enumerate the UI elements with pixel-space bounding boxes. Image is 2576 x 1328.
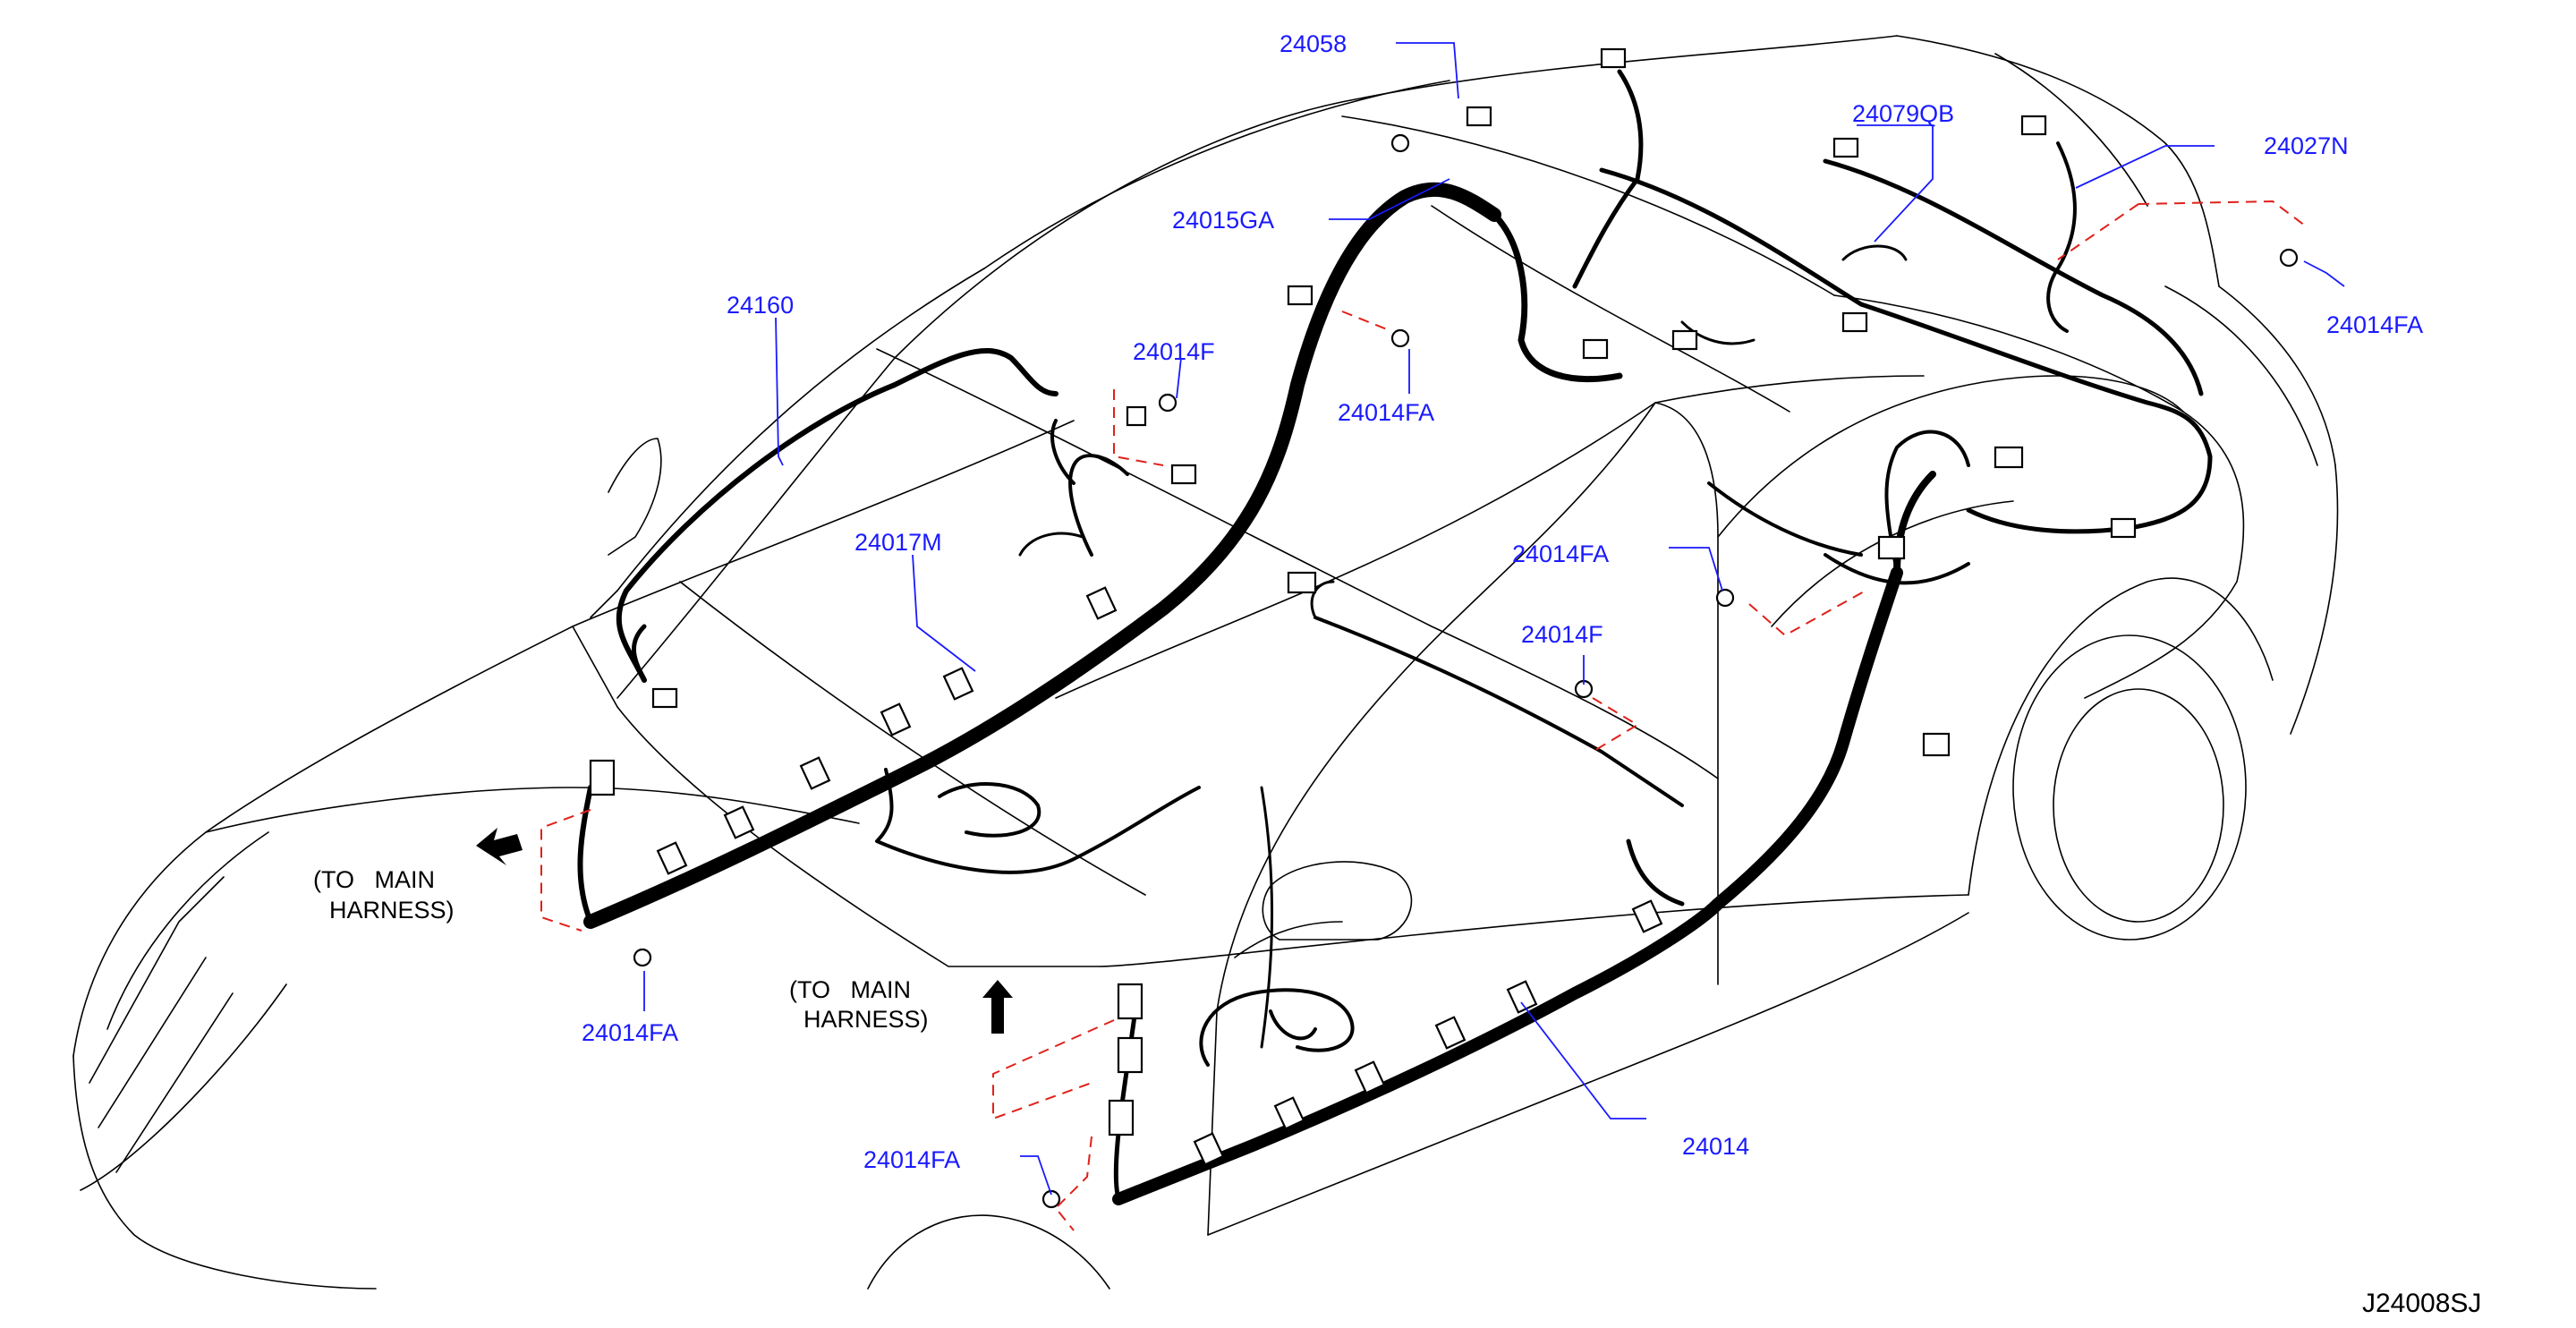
diagram-code: J24008SJ	[2362, 1289, 2481, 1318]
label-24014FA-rear: 24014FA	[2326, 311, 2423, 338]
label-24014: 24014	[1682, 1133, 1749, 1160]
clip-connectors	[589, 47, 2137, 1166]
label-24014F-top: 24014F	[1133, 338, 1215, 365]
harness-24027N-24079QB	[1572, 69, 2213, 585]
part-labels: 24058 24079QB 24027N 24015GA 24014FA 241…	[582, 30, 2423, 1173]
label-24027N: 24027N	[2264, 132, 2349, 159]
note-to-main-center-line1: (TO MAIN	[789, 976, 911, 1003]
label-24014FA-front: 24014FA	[582, 1019, 678, 1046]
label-24014F-mid: 24014F	[1521, 621, 1603, 648]
arrow-to-main-harness-left	[476, 828, 523, 865]
harness-body-cross	[1310, 580, 1684, 807]
note-to-main-left-line1: (TO MAIN	[313, 866, 435, 893]
harness-notes: (TO MAIN HARNESS) (TO MAIN HARNESS)	[313, 866, 929, 1033]
harness-24014	[1112, 471, 1936, 1205]
note-to-main-left-line2: HARNESS)	[329, 897, 455, 924]
label-24014FA-top: 24014FA	[1338, 399, 1434, 426]
label-24079QB: 24079QB	[1852, 100, 1954, 127]
harness-24017M	[577, 182, 1623, 929]
label-24058: 24058	[1279, 30, 1347, 57]
label-24017M: 24017M	[854, 529, 942, 556]
leader-lines	[643, 42, 2345, 1196]
label-24160: 24160	[727, 292, 794, 319]
harness-24160	[616, 348, 1058, 683]
arrow-to-main-harness-up	[982, 980, 1013, 1034]
label-24014FA-mid: 24014FA	[1512, 541, 1609, 567]
position-dashed-lines	[540, 200, 2309, 1231]
bolt-fasteners	[633, 133, 2299, 1209]
note-to-main-center-line2: HARNESS)	[803, 1006, 929, 1033]
label-24014FA-bottom: 24014FA	[863, 1146, 960, 1173]
label-24015GA: 24015GA	[1172, 207, 1274, 234]
car-body-outline	[72, 35, 2339, 1290]
